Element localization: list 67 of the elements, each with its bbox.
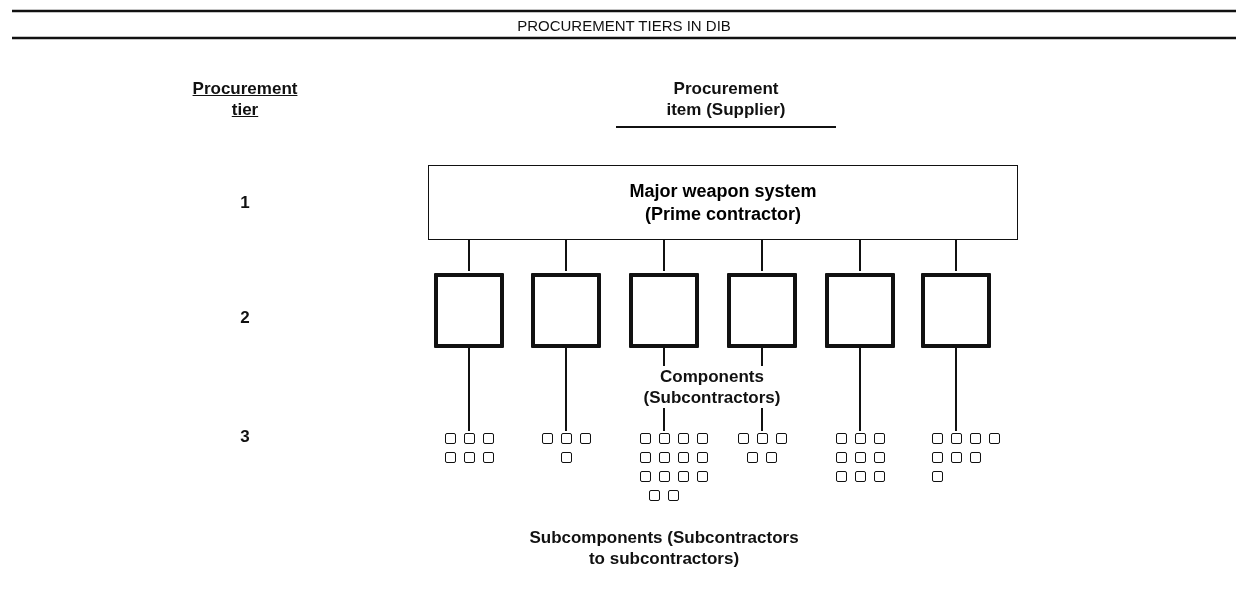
subcomponent-square (696, 433, 708, 444)
subcomponent-square (444, 452, 456, 463)
subcomponent-square (835, 471, 847, 482)
connector-line (663, 239, 665, 272)
subcomponent-square (541, 433, 553, 444)
subcomponent-square (639, 452, 651, 463)
label-text: Procurement item (Supplier) (616, 78, 836, 128)
connector-line (859, 239, 861, 272)
subcomponent-square (988, 433, 1000, 444)
subcomponent-square (931, 433, 943, 444)
subcomponent-square (969, 433, 981, 444)
subcomponent-square (854, 471, 866, 482)
subcomponent-square (696, 452, 708, 463)
label-text: Procurement tier (191, 78, 299, 120)
subcomponent-square (560, 452, 572, 463)
subcomponent-square (835, 452, 847, 463)
diagram-title: PROCUREMENT TIERS IN DIB (516, 16, 732, 36)
subcomponent-square (969, 452, 981, 463)
subcomponent-square (950, 452, 962, 463)
subcomponent-square (931, 471, 943, 482)
subcomponent-square (677, 452, 689, 463)
tier-number: 3 (239, 426, 251, 447)
subcomponent-square (747, 452, 758, 463)
subcomponent-square (482, 452, 494, 463)
subcomponent-square (579, 433, 591, 444)
component-box (727, 273, 797, 348)
subcomponent-square (658, 471, 670, 482)
tier-number: 2 (239, 307, 251, 328)
subcomponent-square (639, 433, 651, 444)
connector-line (955, 239, 957, 272)
subcomponent-square (463, 433, 475, 444)
subcomponent-square (950, 433, 962, 444)
system-box: Major weapon system (Prime contractor) (428, 165, 1018, 240)
subcomponent-square (696, 471, 708, 482)
component-box (825, 273, 895, 348)
subcomponent-square (658, 452, 670, 463)
subcomponent-square (873, 452, 885, 463)
subcomponent-square (482, 433, 494, 444)
subcomponent-square (444, 433, 456, 444)
connector-line (468, 239, 470, 272)
subcomponent-square (560, 433, 572, 444)
connector-line (565, 239, 567, 272)
subcomponent-square (835, 433, 847, 444)
subcomponent-square (854, 433, 866, 444)
subcomponent-square (756, 433, 768, 444)
subcomponent-square (677, 433, 689, 444)
subcomponent-square (873, 433, 885, 444)
subcomponent-square (658, 433, 670, 444)
component-box (434, 273, 504, 348)
connector-line (761, 239, 763, 272)
component-box (629, 273, 699, 348)
subcomponent-square (649, 490, 660, 501)
tier-number: 1 (239, 192, 251, 213)
subcomponent-square (737, 433, 749, 444)
subcomponent-square (775, 433, 787, 444)
subcomponent-square (668, 490, 679, 501)
subcomponent-square (639, 471, 651, 482)
subcomponent-square (931, 452, 943, 463)
component-box (921, 273, 991, 348)
subcomponent-square (463, 452, 475, 463)
label-text: Subcomponents (Subcontractors to subcontractors) (528, 527, 800, 569)
component-box (531, 273, 601, 348)
connector-line (565, 347, 567, 432)
subcomponent-square (854, 452, 866, 463)
subcomponent-square (873, 471, 885, 482)
subcomponent-square (766, 452, 777, 463)
subcomponent-square (677, 471, 689, 482)
